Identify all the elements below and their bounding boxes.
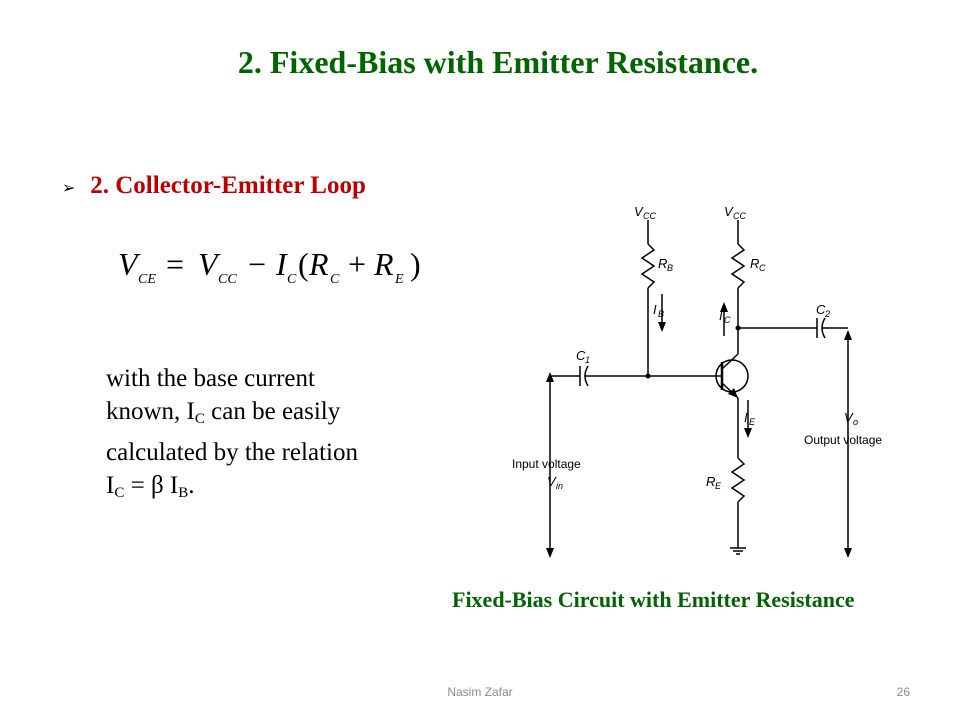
equation-image: V CE = V CC − I C ( R C + R E ) (118, 246, 421, 287)
vcc-left-label: V (634, 204, 644, 219)
svg-text:CC: CC (643, 211, 656, 221)
vcc-right-label: V (724, 204, 734, 219)
ib-arrowhead-icon (658, 322, 666, 332)
svg-text:−: − (248, 246, 266, 282)
svg-text:E: E (715, 481, 722, 491)
ic-arrowhead-icon (720, 302, 728, 312)
vo-label: V (844, 410, 854, 425)
svg-text:C: C (759, 263, 766, 273)
rb-label: R (658, 256, 667, 271)
ie-label: I (744, 410, 748, 425)
svg-text:CE: CE (138, 272, 156, 287)
vo-arrowhead-down-icon (844, 548, 852, 558)
output-voltage-label: Output voltage (804, 433, 882, 447)
vo-arrowhead-up-icon (844, 330, 852, 340)
c2-label: C (816, 302, 826, 317)
svg-text:): ) (410, 246, 421, 282)
footer-author: Nasim Zafar (447, 685, 513, 699)
svg-text:+: + (348, 246, 366, 282)
svg-text:E: E (749, 417, 756, 427)
vin-arrowhead-down-icon (546, 548, 554, 558)
body-line: known, IC can be easily (106, 398, 341, 427)
svg-text:R: R (308, 246, 329, 282)
svg-text:2: 2 (824, 309, 830, 319)
footer-page-number: 26 (896, 685, 910, 699)
body-line: calculated by the relation (106, 439, 358, 466)
circuit-diagram: V CC V CC R B R C I B I C I E R E C 1 C … (512, 204, 882, 558)
re-resistor (730, 457, 746, 503)
body-line: with the base current (106, 365, 315, 392)
bullet-item: ➢ 2. Collector-Emitter Loop (62, 172, 366, 200)
svg-text:B: B (667, 263, 673, 273)
svg-text:=: = (166, 246, 184, 282)
ic-label: I (719, 308, 723, 323)
svg-text:in: in (556, 481, 563, 491)
svg-text:C: C (287, 272, 297, 287)
svg-text:I: I (275, 246, 288, 282)
svg-text:V: V (118, 246, 141, 282)
svg-text:o: o (853, 417, 858, 427)
rc-resistor (730, 243, 746, 289)
svg-text:B: B (658, 309, 664, 319)
ib-label: I (653, 302, 657, 317)
body-paragraph: with the base current known, IC can be e… (106, 362, 446, 510)
vin-label: V (547, 474, 557, 489)
ie-arrowhead-icon (744, 428, 752, 438)
svg-text:CC: CC (218, 272, 237, 287)
input-voltage-label: Input voltage (512, 457, 581, 471)
junction-dot (735, 325, 741, 331)
re-label: R (706, 474, 715, 489)
svg-text:(: ( (298, 246, 309, 282)
svg-text:E: E (394, 272, 404, 287)
bullet-text: 2. Collector-Emitter Loop (90, 172, 366, 199)
svg-text:CC: CC (733, 211, 746, 221)
emitter-arrowhead-icon (728, 388, 738, 398)
svg-text:C: C (724, 315, 731, 325)
bullet-arrow-icon: ➢ (62, 178, 76, 197)
ground-icon (730, 547, 746, 555)
rc-label: R (750, 256, 759, 271)
svg-text:R: R (373, 246, 394, 282)
transistor-collector (721, 353, 739, 370)
svg-text:V: V (198, 246, 221, 282)
junction-dot (645, 373, 651, 379)
svg-text:C: C (330, 272, 340, 287)
figure-caption: Fixed-Bias Circuit with Emitter Resistan… (452, 587, 855, 612)
body-line: IC = β IB. (106, 472, 195, 501)
vin-arrowhead-up-icon (546, 372, 554, 382)
c1-label: C (576, 348, 586, 363)
rb-resistor (640, 243, 656, 289)
svg-text:1: 1 (585, 355, 590, 365)
slide-title: 2. Fixed-Bias with Emitter Resistance. (237, 44, 759, 80)
